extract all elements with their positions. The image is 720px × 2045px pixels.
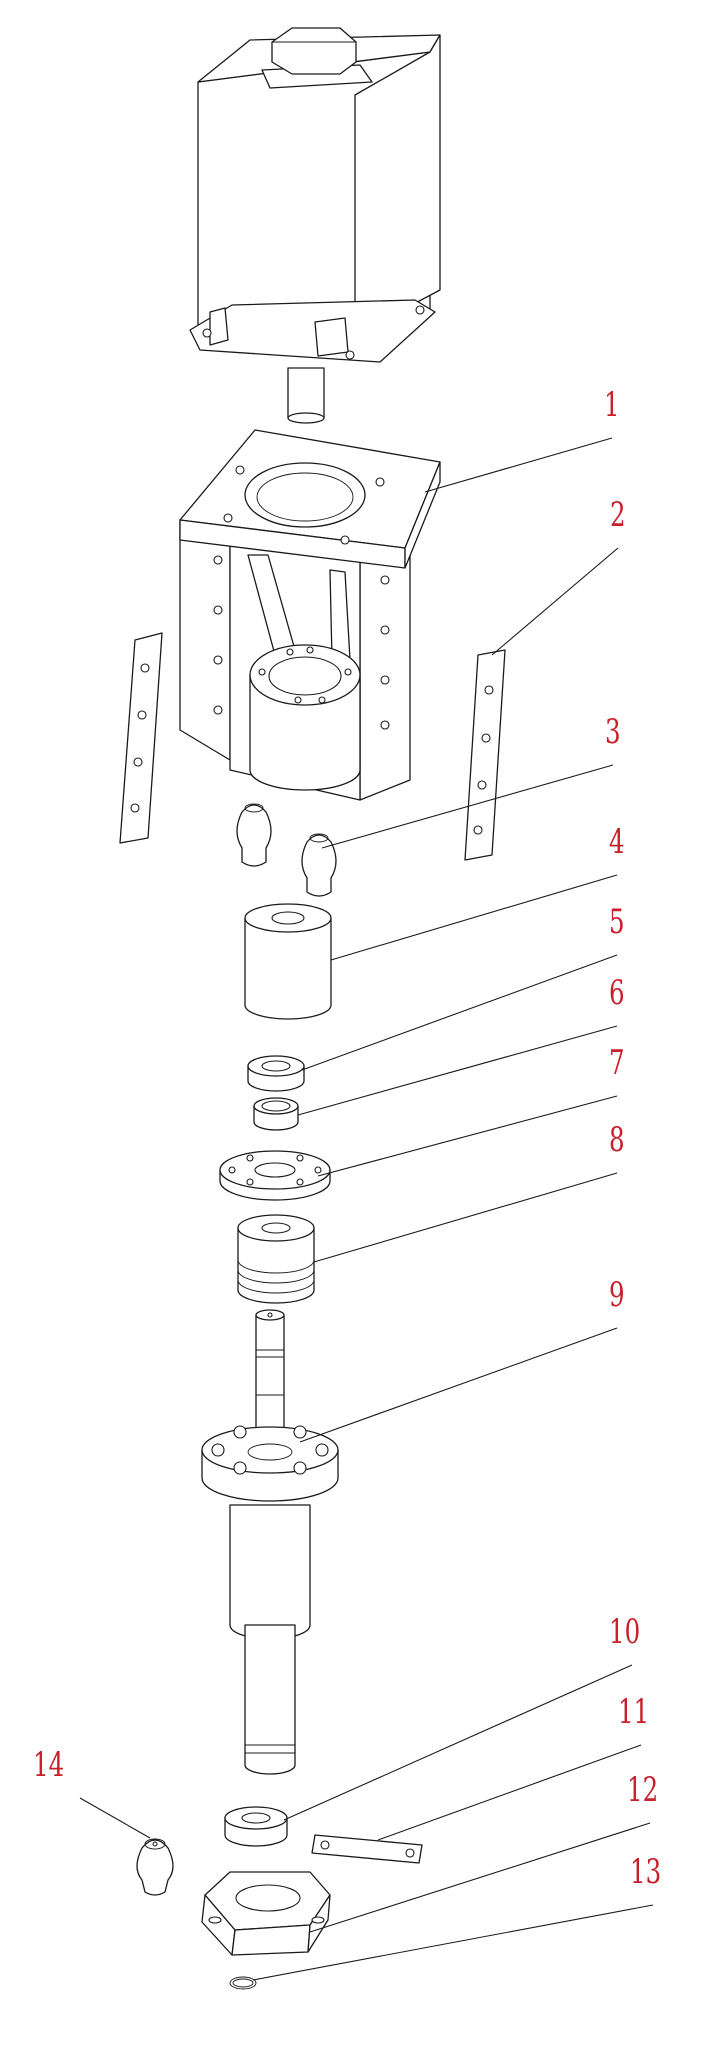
bushing-part-6 [253,1097,299,1131]
ball-screw-part-9 [201,1309,339,1775]
callout-14: 14 [33,1745,65,1785]
leader-5 [301,954,618,1071]
callout-10: 10 [609,1612,641,1652]
leader-9 [299,1327,618,1443]
callout-5: 5 [609,902,625,942]
leader-10 [283,1664,633,1821]
knobs-part-3 [236,803,337,897]
callout-11: 11 [618,1692,650,1732]
washer-stack-part-8 [237,1214,315,1304]
leader-lines [79,437,654,1981]
callout-9: 9 [609,1275,625,1315]
leader-4 [330,874,618,961]
collar-part-10 [224,1806,288,1847]
callout-6: 6 [609,973,625,1013]
callout-12: 12 [627,1770,659,1810]
leader-7 [317,1095,618,1177]
hex-nut-part-12 [201,1871,331,1956]
knob-part-14 [136,1838,174,1896]
leader-6 [297,1025,618,1116]
bracket-part-1 [179,429,441,801]
callout-4: 4 [609,822,625,862]
leader-2 [491,547,619,656]
leader-14 [79,1797,151,1839]
leader-1 [424,437,613,493]
side-plates-part-2 [119,632,506,861]
leader-13 [252,1904,654,1981]
callout-3: 3 [605,712,621,752]
callout-13: 13 [630,1852,662,1892]
callout-2: 2 [610,495,626,535]
callout-8: 8 [609,1120,625,1160]
flange-part-7 [219,1150,331,1201]
plate-part-11 [311,1834,423,1864]
snap-ring-part-13 [229,1976,257,1990]
leader-8 [313,1172,618,1263]
sleeve-part-4 [244,903,332,1020]
callout-1: 1 [604,385,620,425]
leader-3 [321,764,614,849]
leader-11 [377,1744,642,1841]
callout-7: 7 [609,1043,625,1083]
ring-part-5 [247,1055,305,1092]
motor [189,27,441,424]
leader-12 [309,1822,651,1933]
